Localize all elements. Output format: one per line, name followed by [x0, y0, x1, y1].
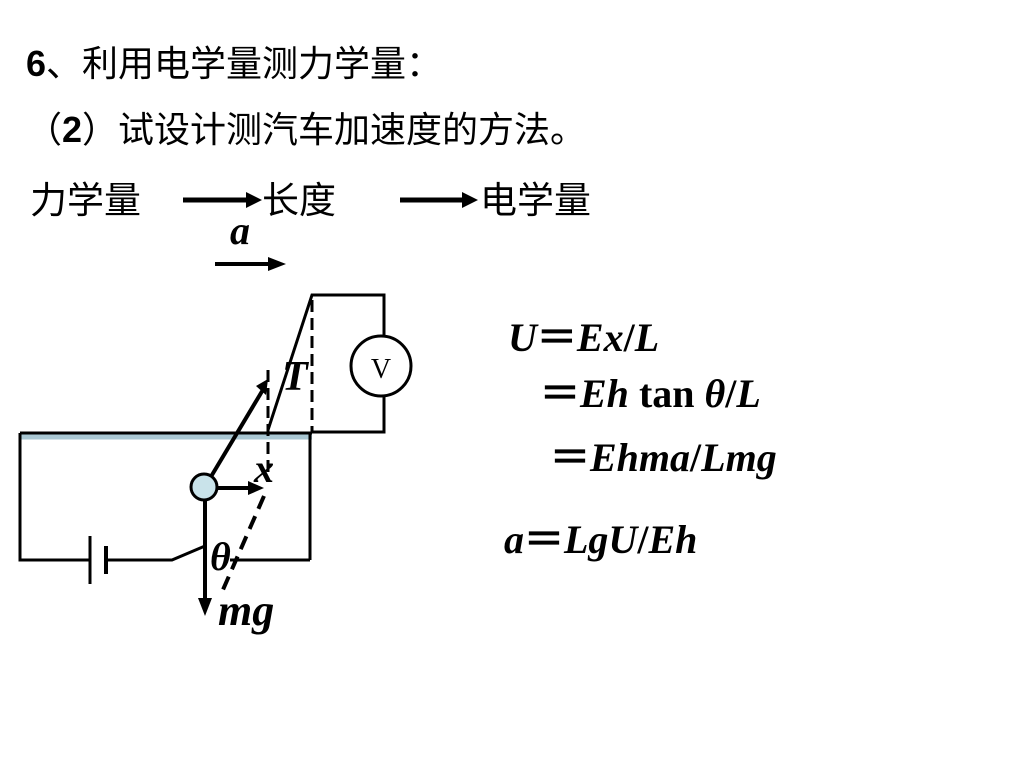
eq4-eh: Eh: [648, 517, 698, 562]
eq2-theta: θ: [704, 371, 726, 416]
subtitle: （2）试设计测汽车加速度的方法。: [26, 112, 586, 149]
eq1-l: L: [634, 315, 660, 360]
weight-label: mg: [218, 586, 274, 635]
battery-loop-wire: [18, 433, 90, 562]
weight-arrow-head: [198, 598, 212, 616]
angle-label: θ: [210, 534, 231, 579]
voltmeter-label: V: [371, 354, 391, 385]
eq2-eh: Eh: [580, 371, 629, 416]
title: 6、利用电学量测力学量：: [26, 46, 442, 83]
eq3-lmg: Lmg: [701, 435, 777, 480]
voltmeter-branch-wire: [266, 293, 386, 434]
tension-arrow-head: [256, 379, 268, 395]
eq1-slash: /: [623, 315, 635, 360]
acceleration-label: a: [230, 208, 250, 253]
equation-2: ＝Eh tan θ/L: [540, 374, 761, 414]
eq4-a: a: [504, 517, 524, 562]
eq2-tan: tan: [628, 371, 705, 416]
eq1-equals: ＝: [536, 315, 577, 360]
subtitle-open: （: [26, 110, 63, 151]
eq3-slash: /: [690, 435, 702, 480]
eq3-ehma: Ehma: [590, 435, 691, 480]
eq4-equals: ＝: [524, 517, 564, 562]
displacement-label: x: [253, 446, 274, 491]
voltmeter: [349, 334, 413, 398]
eq4-slash: /: [637, 517, 649, 562]
flow-step-electrical: 电学量: [480, 179, 591, 222]
battery-return-wire: [106, 544, 206, 562]
flow-step-length: 长度: [262, 179, 336, 222]
tension-label: T: [282, 354, 310, 400]
eq2-equals: ＝: [540, 371, 580, 416]
tension-arrow: [204, 386, 266, 487]
flow-arrow-2-head: [462, 192, 478, 208]
eq2-slash: /: [725, 371, 737, 416]
flow-step-mechanical: 力学量: [30, 179, 141, 222]
eq1-u: U: [508, 315, 537, 360]
acceleration-arrow-head: [268, 257, 286, 271]
eq4-lgu: LgU: [564, 517, 638, 562]
displacement-arrow-head: [248, 481, 264, 495]
equation-1: U＝Ex/L: [508, 318, 659, 358]
eq1-ex: Ex: [576, 315, 624, 360]
equation-4: a＝LgU/Eh: [504, 520, 697, 560]
title-number: 6: [26, 43, 47, 84]
subtitle-text: ）试设计测汽车加速度的方法。: [82, 110, 587, 151]
subtitle-number: 2: [62, 109, 83, 150]
dashed-string-extension: [220, 495, 266, 593]
title-text: 、利用电学量测力学量：: [46, 44, 443, 85]
equation-3: ＝Ehma/Lmg: [550, 438, 777, 478]
eq3-equals: ＝: [550, 435, 590, 480]
pendulum-bob: [189, 472, 219, 502]
eq2-l: L: [736, 371, 761, 416]
flow-arrow-1-head: [246, 192, 262, 208]
